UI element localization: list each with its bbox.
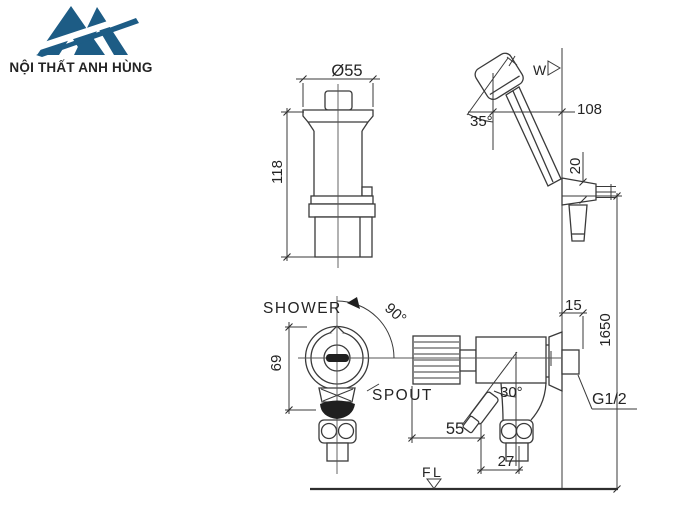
cartridge-stem xyxy=(324,90,353,111)
dim-cartridge-height: 118 xyxy=(269,160,286,184)
shower-head xyxy=(474,52,524,101)
cartridge-view xyxy=(302,84,376,268)
wall-level-icon xyxy=(547,60,561,76)
handle-tail xyxy=(568,204,588,242)
wall-hook xyxy=(561,177,597,206)
spout-mouth xyxy=(320,400,355,419)
wall-level-label: W xyxy=(533,62,547,78)
dim-spout-reach: 55 xyxy=(446,420,464,438)
floor-reference: FL xyxy=(310,464,618,491)
diverter-knob xyxy=(462,391,499,434)
dimensions: Ø55 118 108 35° W 20 15 1650 xyxy=(263,60,637,493)
logo-mark-icon xyxy=(29,6,139,57)
dim-shower-reach: 108 xyxy=(577,101,602,118)
shower-position-label: SHOWER xyxy=(263,300,342,317)
wall-flange xyxy=(548,331,563,393)
dim-flange-depth: 15 xyxy=(565,297,582,314)
dim-handle-swing: 90° xyxy=(381,300,409,328)
cartridge-base xyxy=(314,216,373,258)
swing-arc xyxy=(336,300,395,359)
dim-valve-height: 69 xyxy=(268,355,285,372)
valve-side-view xyxy=(412,331,580,462)
inlet-pipe xyxy=(561,349,580,375)
hand-shower-view xyxy=(466,52,616,242)
dim-outlet-offset: 27 xyxy=(498,453,515,470)
brand-name: NỘI THẤT ANH HÙNG xyxy=(9,60,152,75)
brand-logo: NỘI THẤT ANH HÙNG xyxy=(9,6,152,75)
swing-arrow-icon xyxy=(347,297,360,309)
thread-size-label: G1/2 xyxy=(592,391,627,408)
spout-position-label: SPOUT xyxy=(372,387,433,404)
floor-level-icon xyxy=(426,478,442,490)
dim-spout-angle: 30° xyxy=(500,384,523,401)
dim-hook-height: 20 xyxy=(567,158,584,175)
dim-head-angle: 35° xyxy=(470,113,493,130)
floor-level-label: FL xyxy=(422,464,443,480)
dim-install-height: 1650 xyxy=(597,313,614,346)
dim-head-diameter: Ø55 xyxy=(331,62,362,80)
dial-slot xyxy=(326,354,349,362)
